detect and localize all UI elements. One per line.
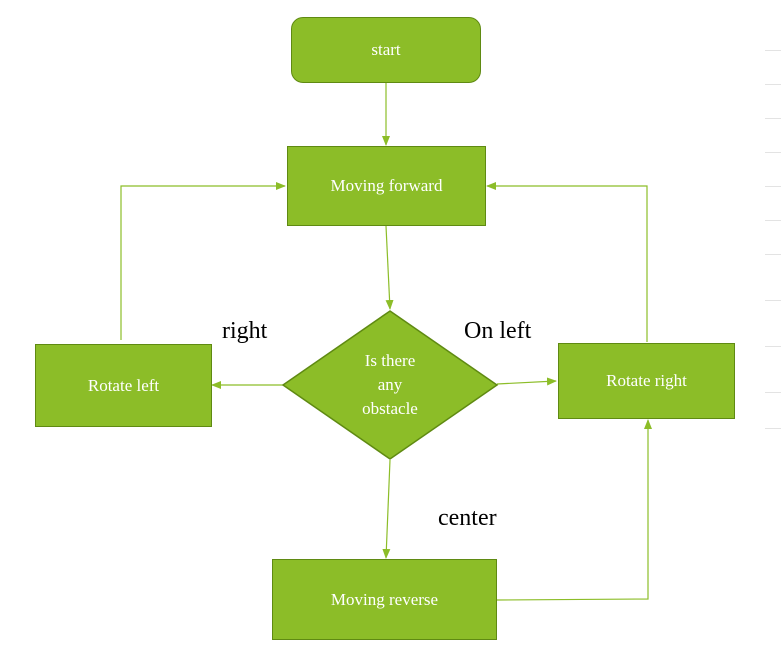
moving-reverse-node: Moving reverse <box>272 559 497 640</box>
decision-label-line-1: Is there <box>364 351 416 370</box>
decision-diamond <box>281 310 499 460</box>
edge-divider <box>765 186 781 187</box>
edge-divider <box>765 50 781 51</box>
edge-divider <box>765 118 781 119</box>
edge-divider <box>765 346 781 347</box>
connector-rotate-left-to-forward <box>120 182 286 340</box>
edge-label-on-left: On left <box>464 318 532 344</box>
rotate-left-label: Rotate left <box>87 375 160 395</box>
edge-label-right: right <box>222 318 268 344</box>
moving-reverse-label: Moving reverse <box>330 589 439 609</box>
decision-label-line-3: obstacle <box>362 399 418 418</box>
edge-divider <box>765 254 781 255</box>
rotate-right-label: Rotate right <box>606 371 687 390</box>
edge-divider <box>765 300 781 301</box>
edge-divider <box>765 84 781 85</box>
connector-reverse-to-rotate-right <box>496 419 652 601</box>
moving-forward-node: Moving forward <box>287 146 486 226</box>
edge-label-center: center <box>438 505 497 531</box>
rotate-right-node: Rotate right <box>558 343 735 419</box>
start-node: start <box>291 17 481 83</box>
start-label: start <box>371 40 401 59</box>
connector-decision-to-reverse <box>382 459 391 559</box>
decision-label-line-2: any <box>377 375 403 394</box>
rotate-left-node: Rotate left <box>35 344 212 427</box>
moving-forward-label: Moving forward <box>330 176 443 195</box>
connector-rotate-right-to-forward <box>486 182 648 342</box>
edge-divider <box>765 220 781 221</box>
decision-label: Is there any obstacle <box>330 349 450 421</box>
connector-forward-to-decision <box>385 225 394 310</box>
edge-divider <box>765 152 781 153</box>
connector-decision-to-rotate-right <box>496 377 557 386</box>
edge-divider <box>765 392 781 393</box>
edge-divider <box>765 428 781 429</box>
